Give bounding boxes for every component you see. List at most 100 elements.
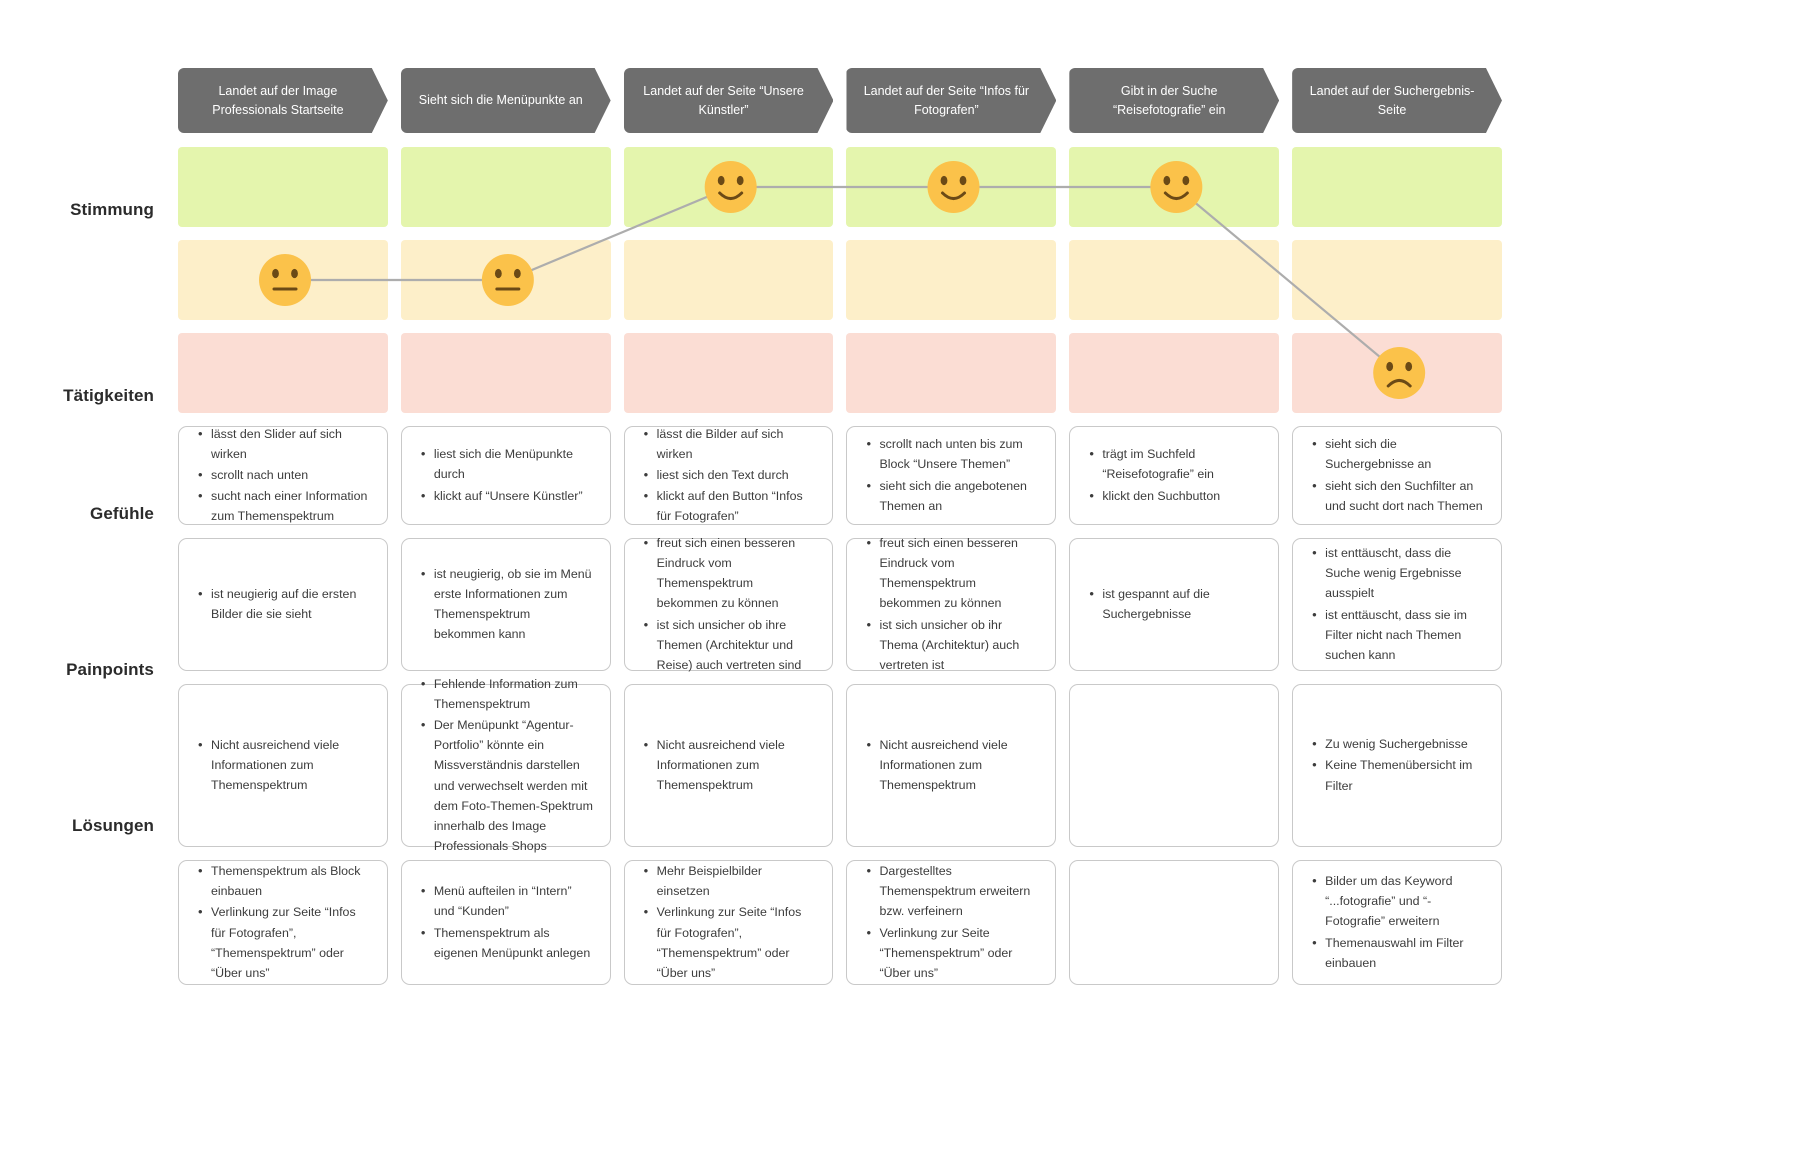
painpoints-card-1[interactable]: Nicht ausreichend viele Informationen zu…: [178, 684, 388, 847]
list-item: Verlinkung zur Seite “Themenspektrum” od…: [866, 921, 1039, 983]
mood-band-good: [178, 147, 1502, 227]
mood-band-bad-cell-5: [1069, 333, 1280, 413]
taetigkeiten-list-6: sieht sich die Suchergebnisse ansieht si…: [1307, 433, 1485, 516]
painpoints-cell-1: Nicht ausreichend viele Informationen zu…: [178, 684, 388, 847]
gefuehle-card-6[interactable]: ist enttäuscht, dass die Suche wenig Erg…: [1292, 538, 1502, 671]
list-item: klickt auf den Button “Infos für Fotogra…: [644, 485, 817, 526]
stage-header-1[interactable]: Landet auf der Image Professionals Start…: [178, 68, 388, 133]
taetigkeiten-card-3[interactable]: lässt die Bilder auf sich wirkenliest si…: [623, 423, 834, 527]
list-item: Keine Themenübersicht im Filter: [1312, 754, 1485, 795]
mood-band-good-cell-1: [178, 147, 388, 227]
list-item: Menü aufteilen in “Intern” und “Kunden”: [421, 880, 594, 921]
taetigkeiten-card-1[interactable]: lässt den Slider auf sich wirkenscrollt …: [178, 423, 388, 526]
list-item: klickt auf “Unsere Künstler”: [421, 485, 594, 506]
mood-band-bad-cell-3: [623, 333, 834, 413]
stage-header-4[interactable]: Landet auf der Seite “Infos für Fotograf…: [846, 68, 1056, 133]
list-item: Fehlende Information zum Themenspektrum: [421, 673, 594, 714]
taetigkeiten-cell-2: liest sich die Menüpunkte durchklickt au…: [400, 426, 611, 525]
painpoints-row: Nicht ausreichend viele Informationen zu…: [178, 673, 1502, 853]
list-item: lässt die Bilder auf sich wirken: [644, 423, 817, 464]
painpoints-list-3: Nicht ausreichend viele Informationen zu…: [639, 734, 817, 796]
mood-band-bad-cell-1: [178, 333, 388, 413]
loesungen-list-6: Bilder um das Keyword “...fotografie” un…: [1307, 870, 1485, 973]
list-item: ist neugierig, ob sie im Menü erste Info…: [421, 563, 594, 644]
list-item: ist sich unsicher ob ihre Themen (Archit…: [644, 614, 817, 675]
mood-band-bad-cell-4: [846, 333, 1057, 413]
list-item: lässt den Slider auf sich wirken: [198, 423, 371, 464]
row-label-column: Stimmung Tätigkeiten Gefühle Painpoints …: [0, 68, 178, 968]
taetigkeiten-card-6[interactable]: sieht sich die Suchergebnisse ansieht si…: [1292, 426, 1502, 525]
loesungen-card-1[interactable]: Themenspektrum als Block einbauenVerlink…: [178, 860, 388, 985]
list-item: Nicht ausreichend viele Informationen zu…: [866, 734, 1039, 795]
taetigkeiten-list-3: lässt die Bilder auf sich wirkenliest si…: [639, 423, 817, 527]
mood-band-good-cell-4: [846, 147, 1057, 227]
gefuehle-cell-3: freut sich einen besseren Eindruck vom T…: [623, 532, 834, 672]
gefuehle-list-2: ist neugierig, ob sie im Menü erste Info…: [416, 563, 594, 645]
painpoints-card-5[interactable]: [1069, 684, 1280, 847]
painpoints-card-6[interactable]: Zu wenig SuchergebnisseKeine Themenübers…: [1292, 684, 1502, 847]
list-item: liest sich den Text durch: [644, 464, 817, 485]
gefuehle-card-2[interactable]: ist neugierig, ob sie im Menü erste Info…: [400, 538, 611, 671]
loesungen-card-3[interactable]: Mehr Beispielbilder einsetzenVerlinkung …: [623, 860, 834, 985]
painpoints-card-3[interactable]: Nicht ausreichend viele Informationen zu…: [623, 684, 834, 847]
list-item: ist enttäuscht, dass sie im Filter nicht…: [1312, 603, 1485, 665]
taetigkeiten-list-5: trägt im Suchfeld “Reisefotografie” eink…: [1084, 443, 1262, 506]
gefuehle-list-6: ist enttäuscht, dass die Suche wenig Erg…: [1307, 542, 1485, 666]
painpoints-list-4: Nicht ausreichend viele Informationen zu…: [861, 734, 1039, 796]
loesungen-list-1: Themenspektrum als Block einbauenVerlink…: [193, 860, 371, 984]
painpoints-cell-4: Nicht ausreichend viele Informationen zu…: [846, 684, 1057, 847]
painpoints-cell-3: Nicht ausreichend viele Informationen zu…: [623, 684, 834, 847]
stage-cell-5: Gibt in der Suche “Reisefotografie” ein: [1069, 68, 1279, 133]
list-item: sucht nach einer Information zum Themens…: [198, 485, 371, 526]
mood-band-neutral-cell-5: [1069, 240, 1280, 320]
list-item: sieht sich die Suchergebnisse an: [1312, 433, 1485, 474]
taetigkeiten-card-4[interactable]: scrollt nach unten bis zum Block “Unsere…: [846, 426, 1057, 525]
gefuehle-card-1[interactable]: ist neugierig auf die ersten Bilder die …: [178, 538, 388, 671]
mood-band-good-cell-6: [1292, 147, 1502, 227]
list-item: Nicht ausreichend viele Informationen zu…: [644, 734, 817, 795]
stage-label-5: Gibt in der Suche “Reisefotografie” ein: [1112, 84, 1226, 117]
loesungen-list-2: Menü aufteilen in “Intern” und “Kunden”T…: [416, 880, 594, 963]
gefuehle-card-4[interactable]: freut sich einen besseren Eindruck vom T…: [846, 532, 1057, 672]
gefuehle-list-5: ist gespannt auf die Suchergebnisse: [1084, 583, 1262, 625]
loesungen-card-2[interactable]: Menü aufteilen in “Intern” und “Kunden”T…: [400, 860, 611, 985]
loesungen-card-4[interactable]: Dargestelltes Themenspektrum erweitern b…: [846, 860, 1057, 985]
painpoints-card-4[interactable]: Nicht ausreichend viele Informationen zu…: [846, 684, 1057, 847]
painpoints-list-5: [1084, 765, 1262, 766]
stage-header-3[interactable]: Landet auf der Seite “Unsere Künstler”: [624, 68, 834, 133]
stage-label-4: Landet auf der Seite “Infos für Fotograf…: [863, 84, 1030, 117]
gefuehle-cell-5: ist gespannt auf die Suchergebnisse: [1069, 538, 1280, 671]
gefuehle-cell-2: ist neugierig, ob sie im Menü erste Info…: [400, 538, 611, 671]
loesungen-card-5[interactable]: [1069, 860, 1280, 985]
painpoints-list-2: Fehlende Information zum ThemenspektrumD…: [416, 673, 594, 857]
row-label-painpoints: Painpoints: [66, 660, 154, 679]
painpoints-card-2[interactable]: Fehlende Information zum ThemenspektrumD…: [400, 673, 611, 853]
stage-cell-6: Landet auf der Suchergebnis-Seite: [1292, 68, 1502, 133]
mood-band-good-cell-5: [1069, 147, 1280, 227]
stage-cell-3: Landet auf der Seite “Unsere Künstler”: [624, 68, 834, 133]
gefuehle-list-1: ist neugierig auf die ersten Bilder die …: [193, 583, 371, 625]
stage-cell-2: Sieht sich die Menüpunkte an: [401, 68, 611, 133]
list-item: ist gespannt auf die Suchergebnisse: [1089, 583, 1262, 624]
loesungen-card-6[interactable]: Bilder um das Keyword “...fotografie” un…: [1292, 860, 1502, 985]
stage-header-2[interactable]: Sieht sich die Menüpunkte an: [401, 68, 611, 133]
mood-band-good-cell-2: [400, 147, 611, 227]
taetigkeiten-card-5[interactable]: trägt im Suchfeld “Reisefotografie” eink…: [1069, 426, 1280, 525]
mood-band-bad-cell-6: [1292, 333, 1502, 413]
taetigkeiten-card-2[interactable]: liest sich die Menüpunkte durchklickt au…: [400, 426, 611, 525]
taetigkeiten-cell-4: scrollt nach unten bis zum Block “Unsere…: [846, 426, 1057, 525]
stage-header-6[interactable]: Landet auf der Suchergebnis-Seite: [1292, 68, 1502, 133]
stage-header-5[interactable]: Gibt in der Suche “Reisefotografie” ein: [1069, 68, 1279, 133]
list-item: freut sich einen besseren Eindruck vom T…: [644, 532, 817, 613]
list-item: Themenspektrum als Block einbauen: [198, 860, 371, 901]
taetigkeiten-list-2: liest sich die Menüpunkte durchklickt au…: [416, 443, 594, 506]
taetigkeiten-cell-1: lässt den Slider auf sich wirkenscrollt …: [178, 423, 388, 526]
row-label-taetigkeiten: Tätigkeiten: [63, 386, 154, 405]
loesungen-list-3: Mehr Beispielbilder einsetzenVerlinkung …: [639, 860, 817, 984]
mood-band-neutral-cell-2: [400, 240, 611, 320]
list-item: trägt im Suchfeld “Reisefotografie” ein: [1089, 443, 1262, 484]
gefuehle-card-3[interactable]: freut sich einen besseren Eindruck vom T…: [623, 532, 834, 672]
gefuehle-card-5[interactable]: ist gespannt auf die Suchergebnisse: [1069, 538, 1280, 671]
row-label-stimmung: Stimmung: [70, 200, 154, 219]
